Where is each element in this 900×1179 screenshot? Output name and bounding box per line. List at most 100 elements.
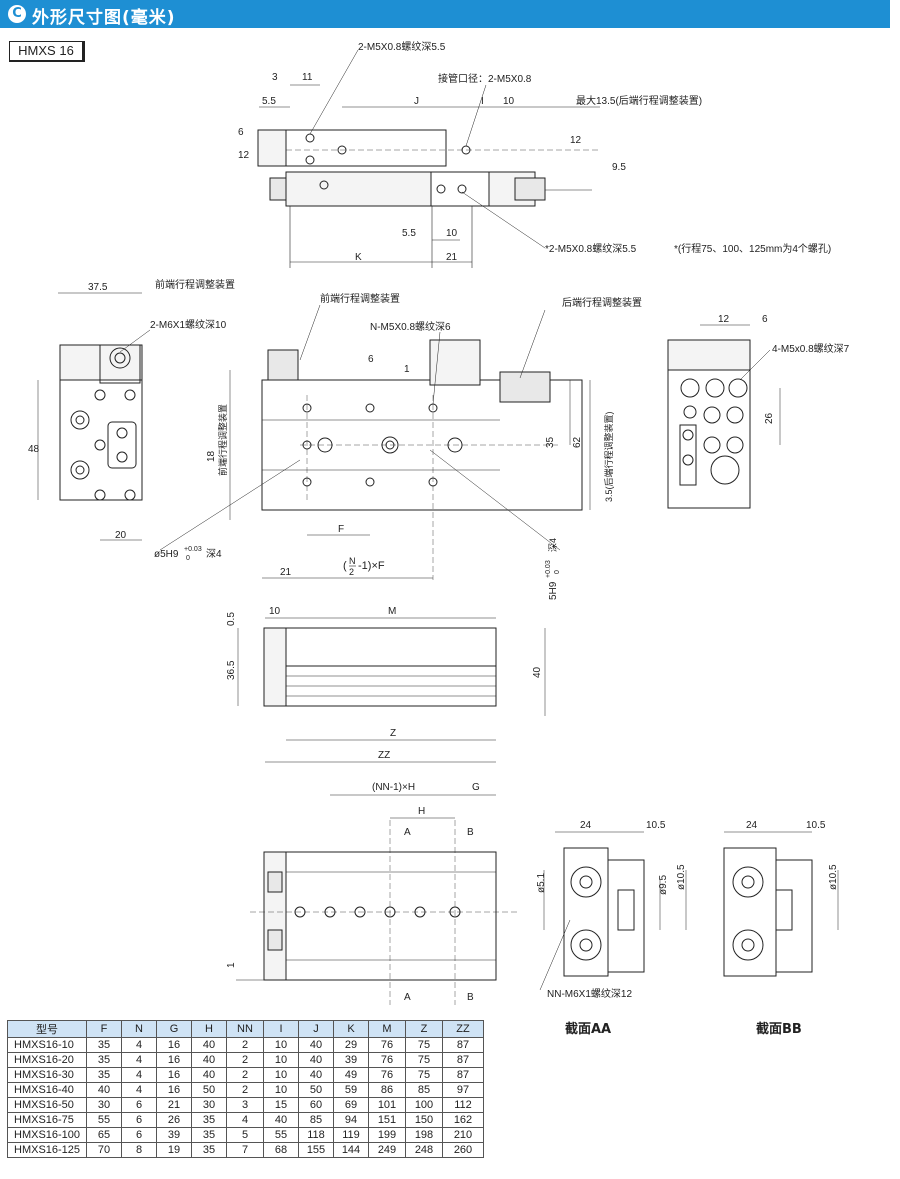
table-cell: 35 — [86, 1052, 122, 1068]
table-cell: 2 — [226, 1067, 264, 1083]
table-cell: 151 — [368, 1112, 406, 1128]
dim-0.5: 0.5 — [226, 612, 237, 626]
table-cell: 85 — [298, 1112, 334, 1128]
table-cell: HMXS16-40 — [7, 1082, 87, 1098]
table-cell: 10 — [263, 1082, 299, 1098]
table-cell: 15 — [263, 1097, 299, 1113]
dim-9.5: 9.5 — [612, 162, 626, 173]
dim-6: 6 — [238, 127, 244, 138]
dim-10.5-aa: 10.5 — [646, 820, 666, 831]
table-cell: 10 — [263, 1067, 299, 1083]
dim-12-left: 12 — [238, 150, 250, 161]
dim-21-mid: 21 — [280, 567, 292, 578]
dim-40: 40 — [532, 666, 543, 678]
section-aa: 24 10.5 ø5.1 ø9.5 ø10.5 NN-M6X1螺纹深12 — [536, 820, 687, 1000]
table-cell: 39 — [333, 1052, 369, 1068]
dim-18: 18 — [206, 450, 217, 462]
dim-5.5-b: 5.5 — [402, 228, 416, 239]
table-cell: 2 — [226, 1052, 264, 1068]
note-bottom-tap: NN-M6X1螺纹深12 — [547, 987, 632, 1000]
table-cell: 2 — [226, 1037, 264, 1053]
table-cell: 19 — [156, 1142, 192, 1158]
dim-G: G — [472, 782, 480, 793]
table-cell: 162 — [442, 1112, 484, 1128]
table-cell: 87 — [442, 1037, 484, 1053]
table-cell: 16 — [156, 1067, 192, 1083]
dim-H: H — [418, 806, 425, 817]
table-cell: 76 — [368, 1037, 406, 1053]
table-cell: 35 — [86, 1037, 122, 1053]
note-slot-depth: 深4 — [548, 538, 558, 552]
mid-front-view: 6 1 18 35 62 F 21 ( N 2 -1)×F 前端行程调整装置 N… — [154, 292, 642, 600]
dim-37.5: 37.5 — [88, 282, 108, 293]
formula-open: ( — [343, 560, 347, 572]
table-cell: HMXS16-30 — [7, 1067, 87, 1083]
dim-6-right-view: 6 — [762, 314, 768, 325]
table-cell: HMXS16-50 — [7, 1097, 87, 1113]
table-cell: 35 — [191, 1112, 227, 1128]
col-header: H — [191, 1020, 227, 1038]
table-cell: 50 — [191, 1082, 227, 1098]
table-cell: 7 — [226, 1142, 264, 1158]
table-cell: 100 — [405, 1097, 443, 1113]
table-cell: 40 — [298, 1067, 334, 1083]
dim-d10.5-bb: ø10.5 — [828, 864, 839, 890]
table-cell: 4 — [121, 1037, 157, 1053]
dim-24-bb: 24 — [746, 820, 758, 831]
note-rear-adj-vertical: 3.5(后端行程调整装置) — [603, 411, 614, 502]
table-cell: 40 — [298, 1037, 334, 1053]
label-B-bottom: B — [467, 992, 474, 1003]
dim-NN-1-H: (NN-1)×H — [372, 782, 415, 793]
table-cell: 5 — [226, 1127, 264, 1143]
table-cell: 10 — [263, 1052, 299, 1068]
table-cell: HMXS16-75 — [7, 1112, 87, 1128]
table-cell: 75 — [405, 1037, 443, 1053]
dim-I: I — [481, 96, 484, 107]
table-cell: 112 — [442, 1097, 484, 1113]
table-cell: 144 — [333, 1142, 369, 1158]
col-header: ZZ — [442, 1020, 484, 1038]
note-tap-top: 2-M5X0.8螺纹深5.5 — [358, 40, 446, 53]
dim-K: K — [355, 252, 362, 263]
table-cell: 40 — [263, 1112, 299, 1128]
dim-12-right-view: 12 — [718, 314, 730, 325]
table-cell: 65 — [86, 1127, 122, 1143]
table-cell: 199 — [368, 1127, 406, 1143]
note-dia-depth: 深4 — [206, 548, 222, 560]
col-header: J — [298, 1020, 334, 1038]
dim-d5.1: ø5.1 — [536, 873, 547, 893]
table-cell: 40 — [86, 1082, 122, 1098]
dim-M: M — [388, 606, 396, 617]
table-cell: 59 — [333, 1082, 369, 1098]
col-header: I — [263, 1020, 299, 1038]
page-title: 外形尺寸图(毫米) — [32, 8, 176, 28]
dim-48: 48 — [28, 444, 40, 455]
table-header-row: 型号 F N G H NN I J K M Z ZZ — [7, 1020, 484, 1038]
table-cell: 35 — [86, 1067, 122, 1083]
table-cell: 30 — [191, 1097, 227, 1113]
section-bb: 24 10.5 ø10.5 — [723, 820, 839, 977]
table-cell: 21 — [156, 1097, 192, 1113]
col-header: N — [121, 1020, 157, 1038]
table-cell: 69 — [333, 1097, 369, 1113]
table-cell: 6 — [121, 1097, 157, 1113]
col-header: NN — [226, 1020, 264, 1038]
table-cell: 86 — [368, 1082, 406, 1098]
note-dia-tol: +0.03 — [184, 546, 202, 553]
side-view: 0.5 10 M 36.5 40 Z ZZ — [226, 606, 546, 763]
note-tap-bottom: *2-M5X0.8螺纹深5.5 — [545, 242, 637, 255]
table-cell: 30 — [86, 1097, 122, 1113]
table-cell: 3 — [226, 1097, 264, 1113]
section-badge: C — [8, 5, 26, 23]
table-cell: HMXS16-20 — [7, 1052, 87, 1068]
table-cell: 2 — [226, 1082, 264, 1098]
label-A-top: A — [404, 827, 411, 838]
dim-20: 20 — [115, 530, 127, 541]
table-cell: 4 — [121, 1052, 157, 1068]
table-cell: 94 — [333, 1112, 369, 1128]
